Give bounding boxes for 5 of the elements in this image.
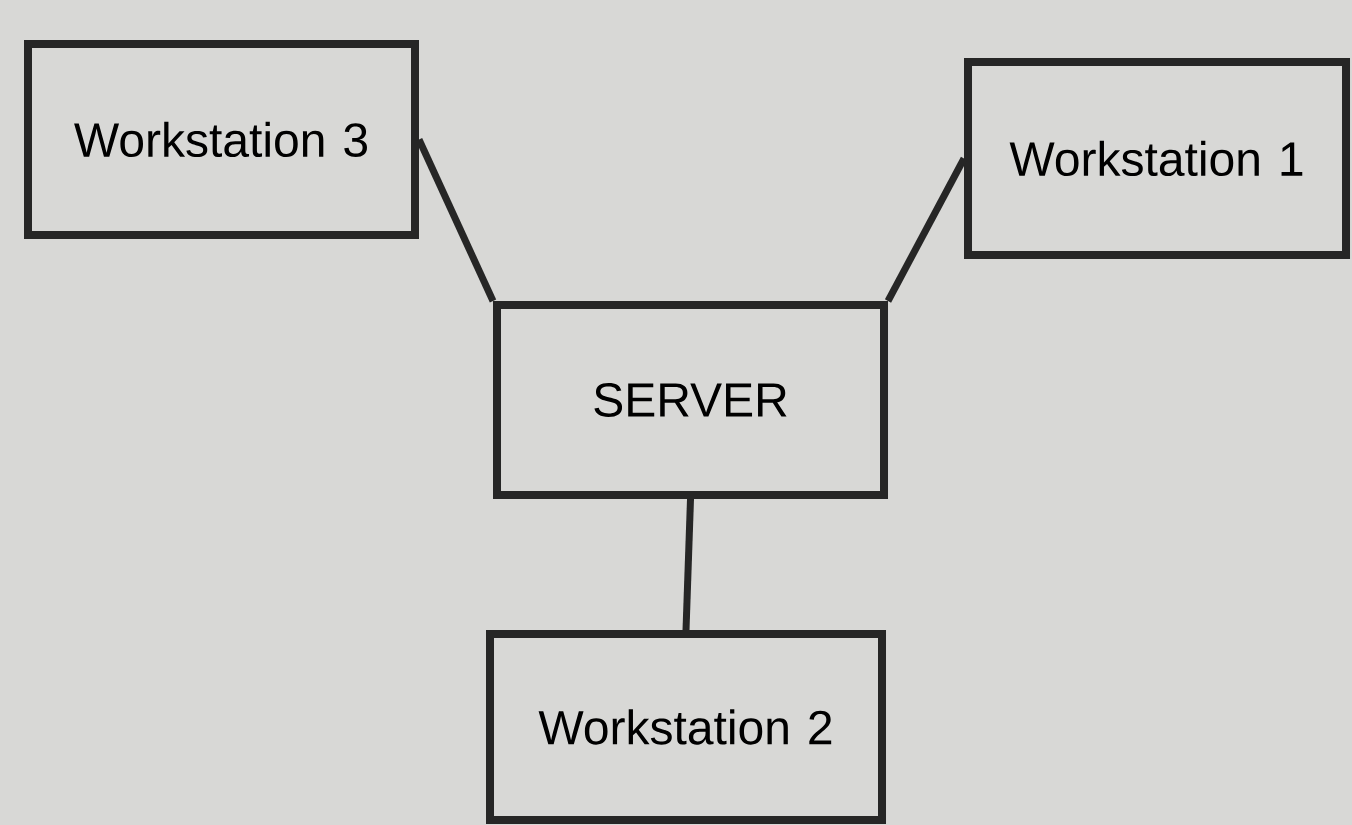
- box: Workstation 1: [964, 58, 1350, 259]
- box: Workstation 2: [486, 630, 886, 824]
- box: Workstation 3: [24, 40, 419, 239]
- connector-line: [682, 498, 694, 631]
- box: SERVER: [493, 301, 888, 499]
